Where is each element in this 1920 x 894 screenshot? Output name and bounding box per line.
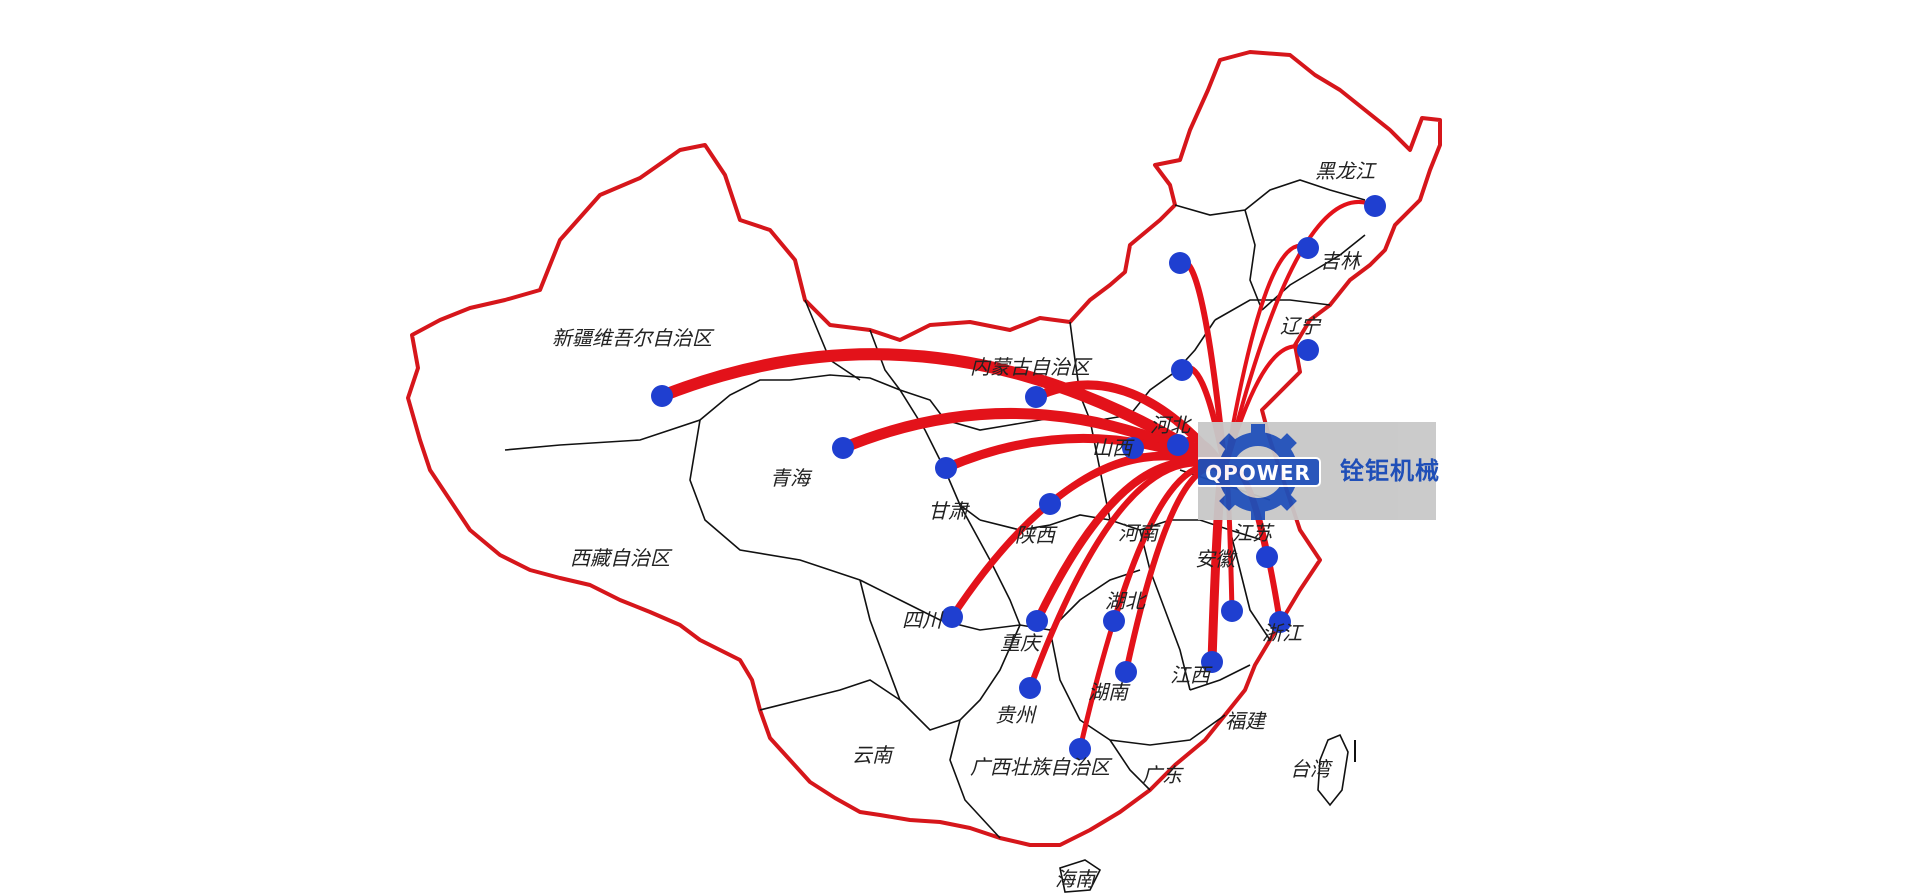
location-marker xyxy=(1256,546,1278,568)
location-marker xyxy=(1269,611,1291,633)
location-marker xyxy=(1069,738,1091,760)
province-label: 江西 xyxy=(1170,663,1213,687)
location-marker xyxy=(1171,359,1193,381)
location-markers xyxy=(651,195,1386,760)
route-line xyxy=(656,348,1231,476)
province-label: 贵州 xyxy=(995,703,1038,727)
province-label: 重庆 xyxy=(1000,631,1043,655)
province-label: 河北 xyxy=(1150,413,1192,437)
location-marker xyxy=(1026,610,1048,632)
location-marker xyxy=(1169,252,1191,274)
brand-box: QPOWER xyxy=(1195,422,1436,520)
location-marker xyxy=(935,457,957,479)
island-hainan xyxy=(1059,859,1102,893)
location-marker xyxy=(941,606,963,628)
gear-icon: QPOWER xyxy=(1195,424,1321,520)
province-label: 浙江 xyxy=(1262,621,1304,645)
province-label: 海南 xyxy=(1055,867,1098,891)
location-marker xyxy=(1297,339,1319,361)
province-label: 安徽 xyxy=(1195,547,1238,571)
province-label: 西藏自治区 xyxy=(570,546,673,570)
province-label: 吉林 xyxy=(1320,249,1362,273)
province-label: 湖北 xyxy=(1105,589,1147,613)
province-label: 广西壮族自治区 xyxy=(970,755,1113,779)
location-marker xyxy=(651,385,673,407)
province-label: 陕西 xyxy=(1015,523,1058,547)
province-label: 青海 xyxy=(770,466,813,490)
location-marker xyxy=(832,437,854,459)
location-marker xyxy=(1201,651,1223,673)
province-label: 四川 xyxy=(902,608,944,632)
location-marker xyxy=(1122,437,1144,459)
province-label: 河南 xyxy=(1118,521,1161,545)
location-marker xyxy=(1167,434,1189,456)
brand-logo-text: QPOWER xyxy=(1205,461,1311,485)
location-marker xyxy=(1019,677,1041,699)
province-label: 湖南 xyxy=(1088,680,1131,704)
island-taiwan xyxy=(1317,733,1349,807)
brand-logo: QPOWER xyxy=(1195,424,1321,520)
province-label: 山西 xyxy=(1092,436,1135,460)
location-marker xyxy=(1025,386,1047,408)
location-marker xyxy=(1115,661,1137,683)
province-label: 广东 xyxy=(1142,763,1184,787)
province-label: 新疆维吾尔自治区 xyxy=(552,326,715,350)
province-label: 云南 xyxy=(852,743,895,767)
province-label: 福建 xyxy=(1225,709,1268,733)
province-label: 辽宁 xyxy=(1280,314,1322,338)
location-marker xyxy=(1103,610,1125,632)
province-label: 江苏 xyxy=(1232,521,1275,545)
province-label: 台湾 xyxy=(1290,757,1333,781)
location-marker xyxy=(1221,600,1243,622)
province-label: 黑龙江 xyxy=(1315,159,1377,183)
location-marker xyxy=(1297,237,1319,259)
national-border xyxy=(406,50,1442,847)
province-label: 内蒙古自治区 xyxy=(970,355,1093,379)
location-marker xyxy=(1364,195,1386,217)
brand-name: 铨钜机械 xyxy=(1340,457,1440,485)
province-label: 甘肃 xyxy=(928,499,970,523)
location-marker xyxy=(1039,493,1061,515)
